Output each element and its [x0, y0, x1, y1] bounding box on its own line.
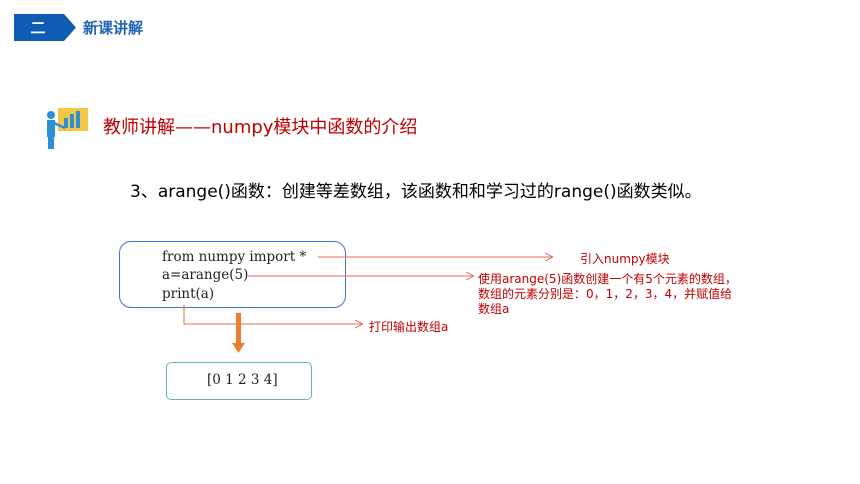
print-arrow — [183, 305, 362, 324]
code-line-arange: a=arange(5) — [162, 267, 249, 283]
code-box — [119, 241, 346, 308]
down-arrow-head — [232, 343, 245, 353]
function-description: 3、arange()函数：创建等差数组，该函数和和学习过的range()函数类似… — [130, 182, 702, 202]
note-arange-line-2: 数组的元素分别是：0，1，2，3，4，并赋值给 — [478, 287, 733, 301]
section-badge — [14, 14, 78, 41]
down-arrow-shaft — [236, 313, 241, 343]
teacher-presentation-icon — [44, 106, 90, 150]
output-text: [0 1 2 3 4] — [207, 372, 278, 388]
section-number: 二 — [30, 19, 46, 37]
note-arange-line-3: 数组a — [478, 302, 510, 316]
note-arange-line-1: 使用arange(5)函数创建一个有5个元素的数组， — [478, 272, 737, 286]
output-box — [166, 362, 312, 400]
code-line-import: from numpy import * — [162, 249, 307, 265]
header-title: 新课讲解 — [83, 19, 144, 37]
note-print: 打印输出数组a — [369, 320, 449, 334]
code-line-print: print(a) — [162, 286, 215, 302]
lesson-heading: 教师讲解——numpy模块中函数的介绍 — [103, 117, 418, 138]
section-badge-shape — [14, 14, 76, 41]
note-import: 引入numpy模块 — [580, 252, 670, 266]
